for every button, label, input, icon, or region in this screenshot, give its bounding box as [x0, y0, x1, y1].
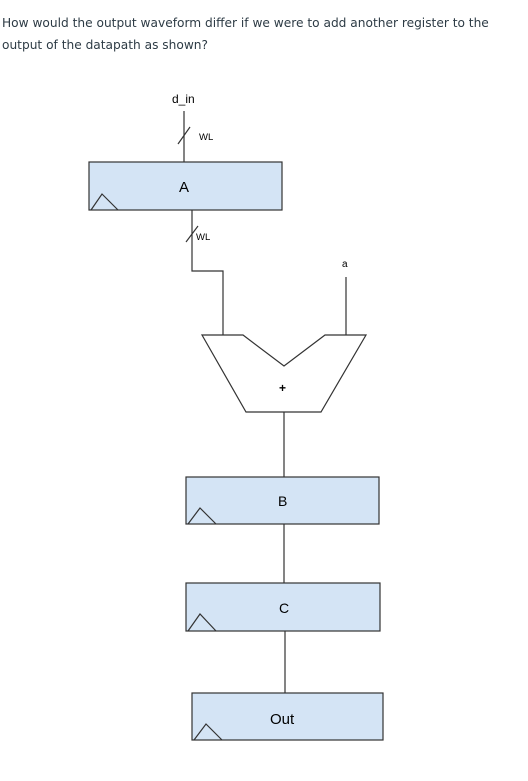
bus-slash-top: [177, 126, 191, 145]
clock-triangle-b: [187, 507, 217, 525]
d-in-label: d_in: [172, 92, 195, 106]
register-b: [185, 476, 380, 525]
a-to-adder-wire: [191, 210, 224, 335]
adder-label: +: [279, 381, 286, 395]
register-c: [185, 582, 381, 632]
question-text: How would the output waveform differ if …: [2, 16, 489, 52]
clock-triangle-a: [90, 193, 119, 211]
input-a-label: a: [342, 259, 348, 270]
register-a-label: A: [179, 179, 189, 196]
bus-width-label-mid: WL: [196, 232, 210, 243]
register-c-label: C: [279, 600, 289, 616]
register-out: [191, 692, 384, 741]
adder-shape: [200, 334, 368, 413]
bus-slash-mid: [185, 225, 199, 243]
bus-width-label-top: WL: [199, 132, 213, 143]
register-a: [88, 161, 283, 211]
clock-triangle-out: [193, 723, 223, 741]
clock-triangle-c: [187, 613, 217, 632]
register-b-label: B: [278, 493, 287, 509]
register-out-label: Out: [270, 711, 295, 728]
